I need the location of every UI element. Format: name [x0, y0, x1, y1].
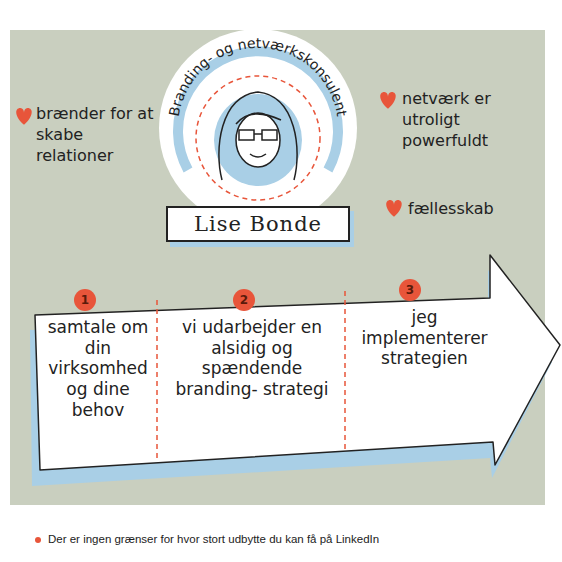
- portrait-blob: [214, 94, 302, 186]
- process-arrow: [35, 255, 560, 470]
- heart-icon: [380, 92, 395, 109]
- process-step: samtale om din virksomhed og dine behov 1: [42, 289, 154, 459]
- badge-title: Branding- og netværkskonsulent: [166, 35, 350, 118]
- portrait-face: [236, 113, 280, 167]
- callout-number-text: 3: [406, 283, 414, 297]
- process-step: vi udarbejder en alsidig og spændende br…: [163, 289, 341, 439]
- section-divider: [344, 291, 346, 450]
- badge-circle: [159, 29, 357, 227]
- portrait-smile: [250, 154, 266, 157]
- badge-circle: Branding- og netværkskonsulentLise Bonde: [158, 28, 358, 228]
- step-text: vi udarbejder en alsidig og spændende br…: [163, 317, 341, 400]
- heart-note: netværk er utroligt powerfuldt: [402, 89, 537, 151]
- process-step: jeg implementerer strategien 3: [352, 279, 497, 409]
- step-text: jeg implementerer strategien: [352, 307, 497, 369]
- portrait-glasses: [254, 133, 262, 135]
- callout-number-text: 1: [81, 293, 89, 307]
- portrait-glasses: [239, 130, 254, 140]
- name-plate: Lise Bonde: [166, 206, 350, 242]
- portrait-glasses: [262, 130, 277, 140]
- badge-arc: Branding- og netværkskonsulent: [158, 28, 358, 228]
- bullet-dot: [35, 537, 41, 543]
- callout-number-text: 2: [240, 293, 248, 307]
- callout-number: 3: [399, 279, 421, 301]
- callout-number: 2: [233, 289, 255, 311]
- portrait-hair: [219, 92, 297, 180]
- heart-note: brænder for at skabe relationer: [36, 104, 161, 166]
- badge-inner-ring: [196, 76, 320, 200]
- footnote: Der er ingen grænser for hvor stort udby…: [48, 532, 553, 547]
- heart-icon: [386, 200, 401, 217]
- section-divider: [156, 300, 158, 462]
- name-text: Lise Bonde: [194, 212, 322, 236]
- callout-number: 1: [74, 289, 96, 311]
- heart-note: fællesskab: [408, 199, 533, 220]
- step-text: samtale om din virksomhed og dine behov: [42, 317, 154, 421]
- portrait-fringe: [236, 114, 281, 124]
- heart-icon: [16, 108, 31, 125]
- badge-title: Branding- og netværkskonsulent: [166, 35, 350, 118]
